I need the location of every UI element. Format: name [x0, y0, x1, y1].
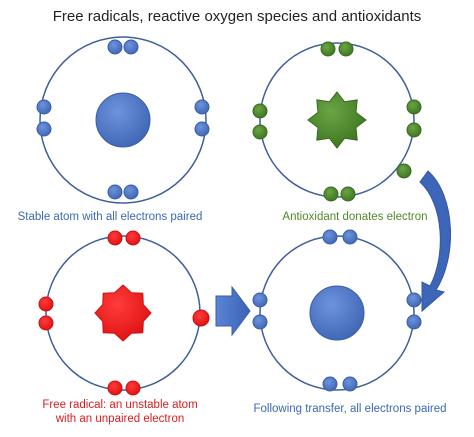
electron-pair	[322, 376, 358, 392]
electron-pair	[322, 229, 358, 245]
diagram-title: Free radicals, reactive oxygen species a…	[52, 8, 422, 25]
electron-pair	[252, 103, 268, 140]
electron-pair	[107, 380, 141, 396]
electron-pair	[194, 99, 210, 137]
free-radical-atom	[38, 230, 210, 396]
right-block-arrow-icon	[215, 285, 251, 337]
caption-antioxidant: Antioxidant donates electron	[282, 211, 428, 223]
caption-following-transfer: Following transfer, all electrons paired	[253, 403, 447, 415]
caption-free-radical-line2: with an unpaired electron	[55, 413, 185, 425]
electron-pair	[107, 184, 139, 200]
paired-atom	[252, 229, 422, 392]
caption-stable-atom: Stable atom with all electrons paired	[17, 211, 203, 223]
electron-pair	[36, 99, 52, 137]
electron-pair	[107, 230, 141, 246]
electron-pair	[406, 99, 422, 138]
electron-pair	[406, 292, 422, 330]
orbit-ring	[39, 36, 207, 204]
unpaired-electron	[192, 309, 210, 327]
stable-atom	[36, 36, 210, 204]
caption-free-radical-line1: Free radical: an unstable atom	[42, 399, 198, 411]
curved-transfer-arrow-icon	[419, 170, 451, 313]
antioxidant-nucleus	[307, 91, 367, 149]
electron-pair	[320, 41, 354, 57]
donated-electron	[396, 163, 412, 179]
electron-pair	[107, 39, 139, 55]
nucleus	[309, 285, 365, 341]
caption-free-radical: Free radical: an unstable atom with an u…	[20, 398, 220, 426]
free-radical-nucleus	[94, 284, 152, 342]
electron-pair	[323, 186, 356, 202]
antioxidant-atom	[252, 41, 422, 202]
electron-pair	[252, 292, 268, 330]
electron-pair	[38, 296, 54, 331]
nucleus	[95, 92, 151, 148]
